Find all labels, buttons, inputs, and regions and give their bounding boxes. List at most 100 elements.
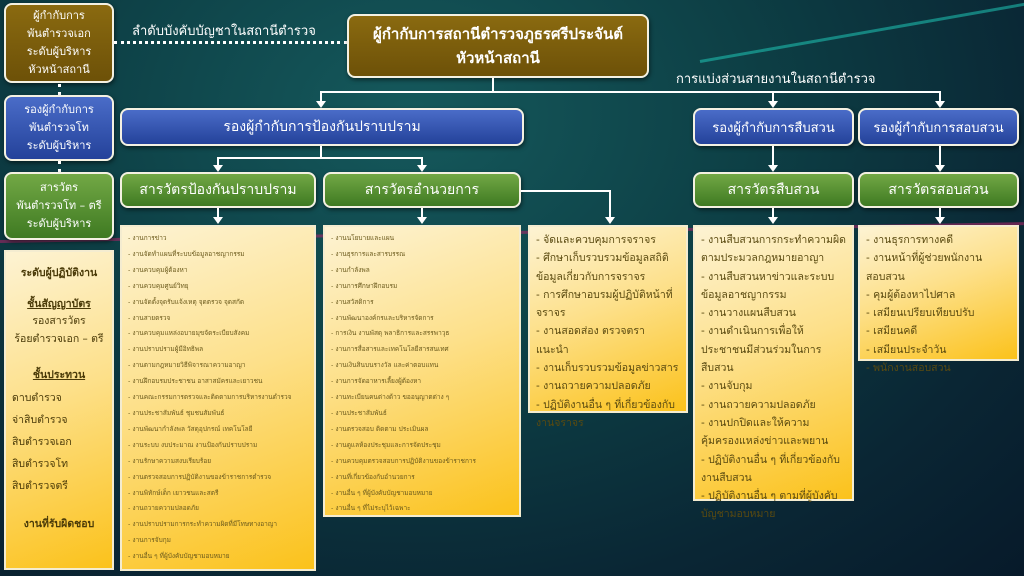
- duty-item: งานธุรการและสารบรรณ: [331, 247, 513, 263]
- legend-text: สิบตำรวจตรี: [12, 480, 68, 492]
- prevention-duties-list: งานการข่าวงานจัดทำแผนที่ระบบข้อมูลอาชญาก…: [120, 225, 316, 571]
- legend-text: ผู้กำกับการ: [33, 9, 85, 22]
- inspector-inquiry-box: สารวัตรสอบสวน: [858, 172, 1019, 208]
- duty-item: งานปราบปรามการกระทำความผิดที่มีโทษทางอาญ…: [128, 517, 308, 533]
- traffic-duties-list: จัดและควบคุมการจราจรศึกษาเก็บรวบรวมข้อมู…: [528, 225, 688, 429]
- legend-level-operational: ระดับผู้ปฏิบัติงาน ชั้นสัญญาบัตร รองสารว…: [4, 250, 114, 570]
- legend-text: ระดับผู้บริหาร: [26, 45, 92, 58]
- duty-item: งานสืบสวนหาข่าวและระบบข้อมูลอาชญากรรม: [701, 268, 846, 305]
- station-head-box: ผู้กำกับการสถานีตำรวจภูธรศรีประจันต์หัวห…: [347, 14, 649, 78]
- duty-item: งานประชาสัมพันธ์: [331, 406, 513, 422]
- duty-item: งานพัฒนากำลังพล วัสดุอุปกรณ์ เทคโนโลยี: [128, 422, 308, 438]
- duty-item: งานถวายความปลอดภัย: [701, 396, 846, 414]
- duty-item: งานเก็บรวบรวมข้อมูลข่าวสาร: [536, 359, 680, 377]
- division-label: การแบ่งส่วนสายงานในสถานีตำรวจ: [676, 72, 876, 87]
- duty-item: งานถวายความปลอดภัย: [128, 501, 308, 517]
- legend-level-inspector: สารวัตรพันตำรวจโท – ตรีระดับผู้บริหาร: [4, 172, 114, 240]
- legend-text: ดาบตำรวจ: [12, 392, 62, 404]
- duty-item: การศึกษาอบรมผู้ปฏิบัติหน้าที่จราจร: [536, 286, 680, 323]
- duty-item: งานการจัดอาหารเลี้ยงผู้ต้องหา: [331, 374, 513, 390]
- arrow-icon: [316, 101, 326, 108]
- legend-title: ระดับผู้ปฏิบัติงาน: [20, 267, 98, 279]
- connector: [939, 91, 941, 103]
- arrow-icon: [213, 165, 223, 172]
- duty-item: ปฏิบัติงานอื่น ๆ ตามที่ผู้บังคับบัญชามอบ…: [701, 487, 846, 524]
- duty-item: เสมียนประจำวัน: [866, 341, 1011, 359]
- connector: [492, 78, 494, 92]
- legend-text: สิบตำรวจเอก: [12, 436, 72, 448]
- duty-item: ปฏิบัติงานอื่น ๆ ที่เกี่ยวข้องกับงานจราจ…: [536, 396, 680, 433]
- dotted-connector: [114, 41, 347, 44]
- duty-item: งานจับกุม: [701, 377, 846, 395]
- duty-item: งานอื่น ๆ ที่ผู้บังคับบัญชามอบหมาย: [128, 549, 308, 565]
- duty-item: งานรักษาความสงบเรียบร้อย: [128, 454, 308, 470]
- duty-item: งานอื่น ๆ ที่ไม่ระบุไว้เฉพาะ: [331, 501, 513, 517]
- duty-item: งานจัดตั้งจุดรับแจ้งเหตุ จุดตรวจ จุดสกัด: [128, 295, 308, 311]
- duty-item: งานสอดส่อง ตรวจตรา แนะนำ: [536, 322, 680, 359]
- duty-item: งานฝึกอบรมประชาชน อาสาสมัครและเยาวชน: [128, 374, 308, 390]
- arrow-icon: [935, 217, 945, 224]
- duty-item: งานตรวจสอบ ติดตาม ประเมินผล: [331, 422, 513, 438]
- duty-item: งานการสื่อสารและเทคโนโลยีสารสนเทศ: [331, 342, 513, 358]
- legend-text: หัวหน้าสถานี: [28, 63, 90, 76]
- duty-item: งานสืบสวนการกระทำความผิดตามประมวลกฎหมายอ…: [701, 231, 846, 268]
- legend-text: พันตำรวจโท: [29, 121, 89, 134]
- arrow-icon: [417, 217, 427, 224]
- duty-item: งานการศึกษาฝึกอบรม: [331, 279, 513, 295]
- duty-item: งานนโยบายและแผน: [331, 231, 513, 247]
- legend-level-deputy: รองผู้กำกับการพันตำรวจโทระดับผู้บริหาร: [4, 95, 114, 161]
- duty-item: งานคณะกรรมการตรวจและติดตามการบริหารงานตำ…: [128, 390, 308, 406]
- deputy-investigation-box: รองผู้กำกับการสืบสวน: [693, 108, 854, 146]
- duty-item: ศึกษาเก็บรวบรวมข้อมูลสถิติข้อมูลเกี่ยวกั…: [536, 249, 680, 286]
- dotted-connector: [58, 84, 61, 95]
- duty-item: งานดูแลห้องประชุมและการจัดประชุม: [331, 438, 513, 454]
- legend-text: สิบตำรวจโท: [12, 458, 69, 470]
- duty-item: คุมผู้ต้องหาไปศาล: [866, 286, 1011, 304]
- deputy-prevention-box: รองผู้กำกับการป้องกันปราบปราม: [120, 108, 524, 146]
- connector: [609, 190, 611, 218]
- connector: [217, 157, 219, 166]
- duty-item: งานควบคุมแหล่งอบายมุขจัดระเบียบสังคม: [128, 326, 308, 342]
- connector: [772, 208, 774, 218]
- inspector-prevention-box: สารวัตรป้องกันปราบปราม: [120, 172, 316, 208]
- connector: [521, 190, 611, 192]
- arrow-icon: [935, 165, 945, 172]
- arrow-icon: [935, 101, 945, 108]
- admin-duties-list: งานนโยบายและแผนงานธุรการและสารบรรณงานกำล…: [323, 225, 521, 517]
- inspector-admin-box: สารวัตรอำนวยการ: [323, 172, 521, 208]
- legend-text: จ่าสิบตำรวจ: [12, 414, 68, 426]
- legend-text: ร้อยตำรวจเอก – ตรี: [14, 333, 104, 345]
- arrow-icon: [417, 165, 427, 172]
- duty-item: งานปราบปรามผู้มีอิทธิพล: [128, 342, 308, 358]
- duty-item: งานดำเนินการเพื่อให้ประชาชนมีส่วนร่วมในก…: [701, 322, 846, 377]
- duty-item: งานควบคุมตรวจสอบการปฏิบัติงานของข้าราชกา…: [331, 454, 513, 470]
- duty-item: งานตรวจสอบการปฏิบัติงานของข้าราชการตำรวจ: [128, 470, 308, 486]
- duty-item: งานสวัสดิการ: [331, 295, 513, 311]
- duty-item: งานพิทักษ์เด็ก เยาวชนและสตรี: [128, 486, 308, 502]
- duty-item: งานควบคุมศูนย์วิทยุ: [128, 279, 308, 295]
- duty-item: งานปกปิดและให้ความคุ้มครองแหล่งข่าวและพย…: [701, 414, 846, 451]
- legend-text: ระดับผู้บริหาร: [26, 217, 92, 230]
- deputy-inquiry-box: รองผู้กำกับการสอบสวน: [858, 108, 1019, 146]
- legend-level-superintendent: ผู้กำกับการพันตำรวจเอกระดับผู้บริหารหัวห…: [4, 3, 114, 83]
- investigation-duties-list: งานสืบสวนการกระทำความผิดตามประมวลกฎหมายอ…: [693, 225, 854, 520]
- dotted-connector: [58, 161, 61, 172]
- arrow-icon: [605, 217, 615, 224]
- duty-item: เสมียนเปรียบเทียบปรับ: [866, 304, 1011, 322]
- legend-heading: ชั้นสัญญาบัตร: [27, 298, 91, 310]
- inspector-investigation-box: สารวัตรสืบสวน: [693, 172, 854, 208]
- legend-text: ระดับผู้บริหาร: [26, 139, 92, 152]
- arrow-icon: [768, 217, 778, 224]
- duty-item: งานเงินสินบนรางวัล และค่าตอบแทน: [331, 358, 513, 374]
- head-title: ผู้กำกับการสถานีตำรวจภูธรศรีประจันต์: [373, 25, 623, 43]
- legend-text: รองผู้กำกับการ: [24, 103, 94, 116]
- connector: [421, 208, 423, 218]
- connector: [939, 146, 941, 166]
- background-stripe: [699, 2, 1024, 63]
- duty-item: ปฏิบัติงานอื่น ๆ ที่เกี่ยวข้องกับงานสืบส…: [701, 451, 846, 488]
- chain-of-command-label: ลำดับบังคับบัญชาในสถานีตำรวจ: [132, 24, 316, 39]
- duty-item: งานการข่าว: [128, 231, 308, 247]
- duty-item: งานประชาสัมพันธ์ ชุมชนสัมพันธ์: [128, 406, 308, 422]
- legend-heading: ชั้นประทวน: [32, 369, 86, 381]
- inquiry-duties-list: งานธุรการทางคดีงานหน้าที่ผู้ช่วยพนักงานส…: [858, 225, 1019, 374]
